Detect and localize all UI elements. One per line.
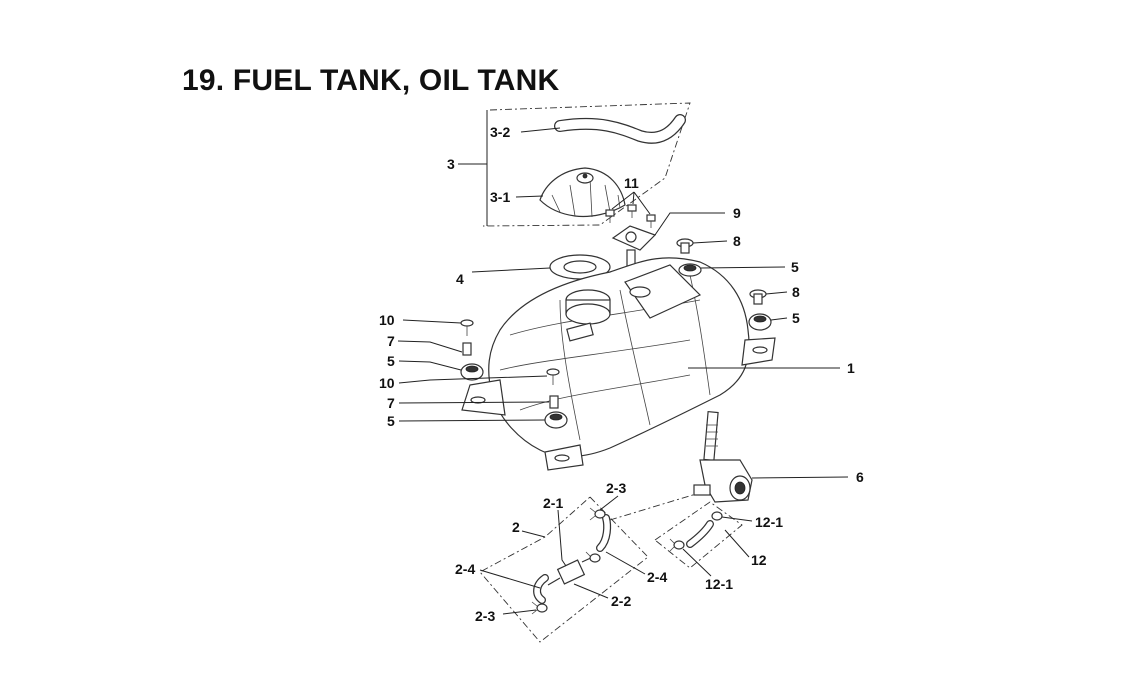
group-3-box — [482, 102, 691, 227]
callout-8-top: 8 — [733, 233, 741, 249]
callout-5-top: 5 — [791, 259, 799, 275]
callout-1: 1 — [847, 360, 855, 376]
part-12-hose — [686, 520, 714, 548]
group-12-box — [654, 501, 743, 569]
callout-4: 4 — [456, 271, 464, 287]
callout-7-center: 7 — [387, 395, 395, 411]
callout-5-left: 5 — [387, 353, 395, 369]
callout-2-4-right: 2-4 — [647, 569, 667, 585]
part-6-fuel-valve — [693, 411, 753, 503]
callout-2-3-bottom: 2-3 — [475, 608, 495, 624]
callout-12-1-bottom: 12-1 — [705, 576, 733, 592]
part-2-3-clips — [531, 507, 606, 615]
callout-2-3-top: 2-3 — [606, 480, 626, 496]
part-7-collar-center — [549, 395, 559, 409]
part-8-collar-right — [749, 289, 767, 305]
callout-10-center: 10 — [379, 375, 395, 391]
callout-2-2: 2-2 — [611, 593, 631, 609]
callout-2-4-left: 2-4 — [455, 561, 475, 577]
part-5-grommet-right — [748, 313, 772, 331]
callout-labels: 3 3-2 3-1 11 9 8 5 4 8 5 10 7 5 10 7 5 1… — [379, 124, 864, 624]
callout-2-1: 2-1 — [543, 495, 563, 511]
part-10-bolt-left — [460, 319, 474, 336]
callout-5-right: 5 — [792, 310, 800, 326]
part-8-collar-top — [676, 238, 694, 254]
part-2-4-hoses — [533, 514, 612, 604]
callout-12: 12 — [751, 552, 767, 568]
callout-2: 2 — [512, 519, 520, 535]
callout-10-left: 10 — [379, 312, 395, 328]
leader-lines — [397, 127, 849, 615]
callout-7-left: 7 — [387, 333, 395, 349]
part-4-gasket — [549, 254, 611, 280]
callout-8-right: 8 — [792, 284, 800, 300]
part-5-grommet-left — [460, 363, 484, 381]
part-3-2-hose — [554, 114, 686, 144]
part-11-screws — [605, 204, 656, 228]
callout-6: 6 — [856, 469, 864, 485]
page-title: 19. FUEL TANK, OIL TANK — [182, 64, 560, 97]
part-7-collar-left — [462, 342, 472, 356]
part-3-1-fuel-cap — [539, 167, 626, 218]
part-1-fuel-tank — [461, 257, 776, 471]
callout-5-center: 5 — [387, 413, 395, 429]
callout-3-2: 3-2 — [490, 124, 510, 140]
callout-9: 9 — [733, 205, 741, 221]
callout-3: 3 — [447, 156, 455, 172]
part-5-grommet-center — [544, 411, 568, 429]
part-5-grommet-top — [678, 263, 702, 277]
group-2-box — [479, 496, 649, 643]
part-12-1-clips — [669, 511, 723, 552]
part-2-1-fuel-filter — [547, 555, 596, 586]
callout-11: 11 — [624, 175, 639, 191]
part-10-bolt-center — [546, 368, 560, 385]
callout-3-1: 3-1 — [490, 189, 510, 205]
callout-12-1-top: 12-1 — [755, 514, 783, 530]
